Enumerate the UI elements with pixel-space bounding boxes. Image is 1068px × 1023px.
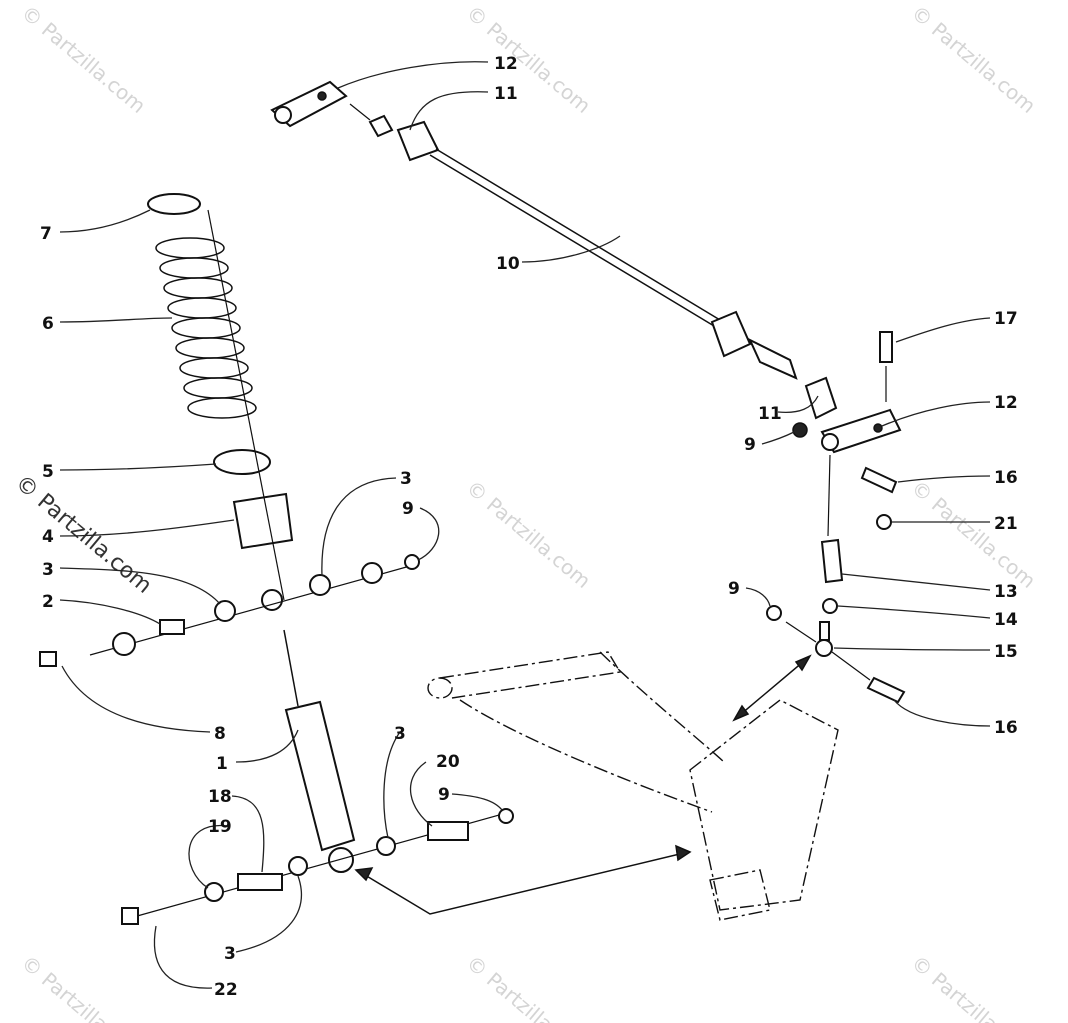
callout-4: 4: [42, 527, 54, 547]
callout-15: 15: [994, 642, 1018, 662]
callout-13: 13: [994, 582, 1018, 602]
watermark: © Partzilla.com: [907, 950, 1041, 1023]
watermark: © Partzilla.com: [462, 950, 596, 1023]
watermark: © Partzilla.com: [462, 475, 596, 593]
callout-9: 9: [744, 435, 756, 455]
leader-lines: [59, 61, 991, 989]
callout-18: 18: [208, 787, 232, 807]
a-arm-phantom: [354, 651, 839, 921]
callout-19: 19: [208, 817, 232, 837]
callout-3: 3: [394, 724, 406, 744]
callout-11: 11: [758, 404, 782, 424]
callout-9: 9: [728, 579, 740, 599]
callout-22: 22: [214, 980, 238, 1000]
callout-3: 3: [42, 560, 54, 580]
callout-10: 10: [496, 254, 520, 274]
callout-12: 12: [994, 393, 1018, 413]
watermarks: © Partzilla.com © Partzilla.com © Partzi…: [10, 0, 1040, 1023]
watermark: © Partzilla.com: [17, 950, 151, 1023]
callout-9: 9: [402, 499, 414, 519]
callout-11: 11: [494, 84, 518, 104]
callout-9: 9: [438, 785, 450, 805]
callout-20: 20: [436, 752, 460, 772]
callout-16: 16: [994, 468, 1018, 488]
watermark: © Partzilla.com: [462, 0, 596, 118]
callout-5: 5: [42, 462, 54, 482]
watermark: © Partzilla.com: [17, 0, 151, 118]
cable-assembly: [270, 80, 906, 704]
watermark-main: © Partzilla.com: [10, 470, 156, 598]
callout-7: 7: [40, 224, 52, 244]
callout-21: 21: [994, 514, 1018, 534]
callout-2: 2: [42, 592, 54, 612]
callout-16: 16: [994, 718, 1018, 738]
callout-6: 6: [42, 314, 54, 334]
callout-1: 1: [216, 754, 228, 774]
shock-assembly: [39, 193, 514, 925]
callout-3: 3: [224, 944, 236, 964]
callout-17: 17: [994, 309, 1018, 329]
callout-8: 8: [214, 724, 226, 744]
watermark: © Partzilla.com: [907, 0, 1041, 118]
callout-3: 3: [400, 469, 412, 489]
callouts: 12 11 7 10 6 17 11 12 9 16 5 3 9 21 4 3 …: [40, 54, 1018, 1000]
watermark: © Partzilla.com: [907, 475, 1041, 593]
callout-12: 12: [494, 54, 518, 74]
callout-14: 14: [994, 610, 1018, 630]
